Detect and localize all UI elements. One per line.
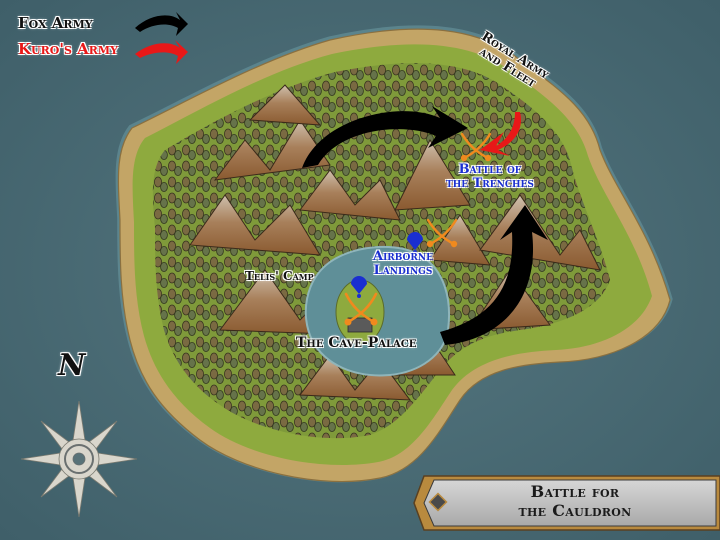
airborne-line1: Airborne [373, 249, 433, 264]
map-title-line2: the Cauldron [518, 501, 632, 520]
battle-trenches-line2: the Trenches [446, 175, 534, 191]
fox-army-arrow-north [302, 106, 468, 168]
crossed-swords-icon [426, 218, 458, 248]
battle-trenches-line1: Battle of [458, 162, 522, 177]
battle-of-the-trenches-label: Battle of the Trenches [446, 163, 534, 190]
airborne-landings-label: Airborne Landings [373, 250, 433, 277]
title-banner [413, 475, 720, 531]
fox-army-arrow-east [440, 205, 548, 345]
compass-rose-icon [20, 400, 138, 518]
legend-fox-army-label: Fox Army [18, 14, 93, 32]
kuro-army-arrow [480, 112, 522, 156]
airborne-line2: Landings [373, 262, 433, 278]
legend-kuro-army-label: Kuro's Army [18, 40, 118, 58]
crossed-swords-icon [344, 292, 378, 326]
cave-palace-label: The Cave-Palace [296, 335, 417, 351]
legend-kuro-army-arrow-icon [135, 40, 188, 64]
map-title-line1: Battle for [530, 482, 620, 501]
parachute-icon [351, 276, 367, 298]
legend-fox-army-arrow-icon [135, 12, 188, 36]
telis-camp-label: Telis' Camp [245, 269, 314, 283]
crossed-swords-icon [460, 132, 492, 162]
north-label: N [58, 348, 86, 383]
map-title: Battle for the Cauldron [440, 482, 710, 520]
parachute-icon [407, 232, 423, 254]
